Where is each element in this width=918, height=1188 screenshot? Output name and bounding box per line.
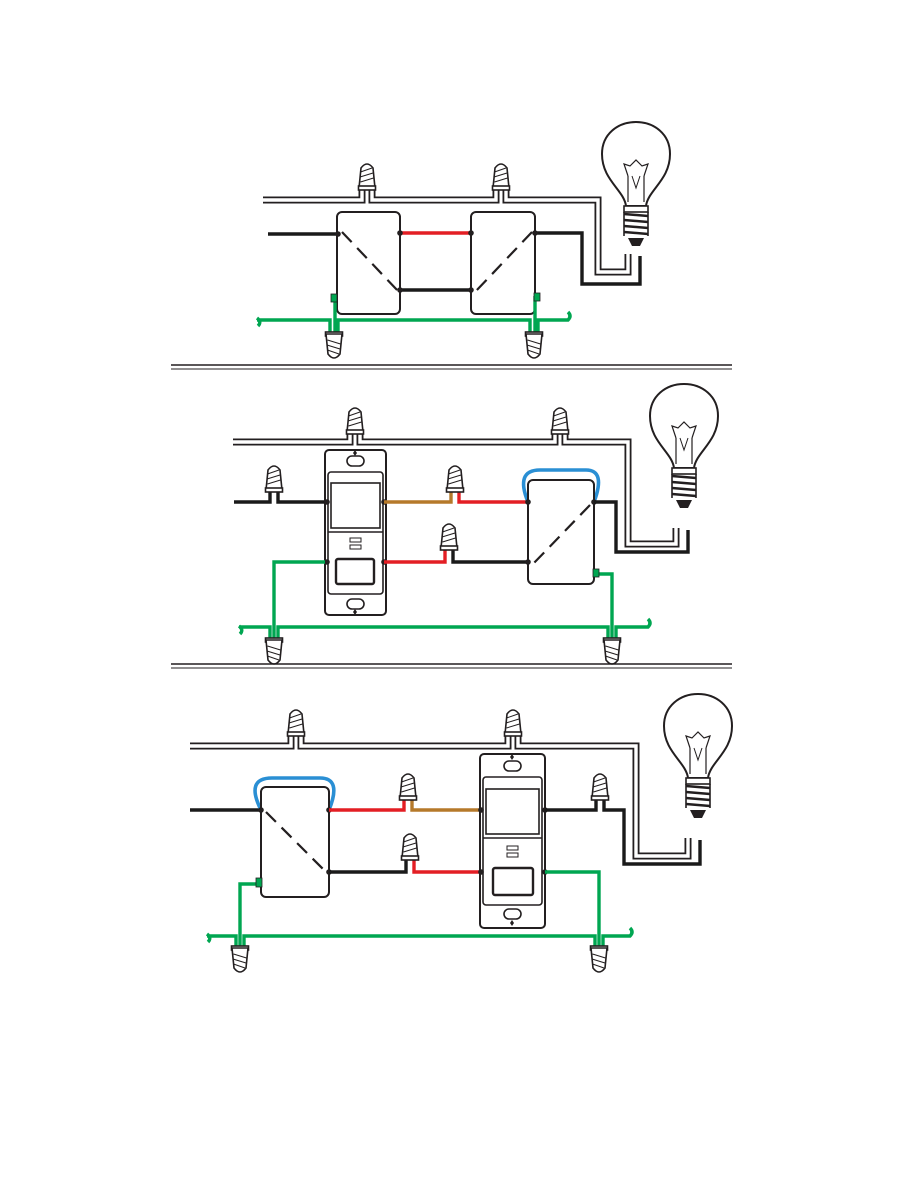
- wire-nut-icon: [232, 946, 249, 972]
- wire-nut-icon: [266, 638, 283, 664]
- wire-nut-icon: [552, 408, 569, 434]
- light-bulb-icon: [650, 384, 718, 508]
- wire-nut-icon: [359, 164, 376, 190]
- load-wire: [535, 233, 640, 284]
- ground-screw-icon: [534, 293, 540, 301]
- wire-nut-icon: [505, 710, 522, 736]
- three-way-switch-icon: [525, 480, 597, 584]
- three-way-switch-icon: [468, 212, 538, 314]
- traveler-wire-black: [453, 548, 528, 562]
- traveler-wire-red: [384, 548, 445, 562]
- panel-1: [257, 122, 670, 358]
- ground-screw-icon: [593, 569, 599, 577]
- smart-switch-icon: [478, 754, 548, 928]
- traveler-wire-red: [414, 858, 481, 872]
- ground-screw-icon: [331, 294, 337, 302]
- wire-nut-icon: [591, 946, 608, 972]
- light-bulb-icon: [664, 694, 732, 818]
- wire-nut-icon: [326, 332, 343, 358]
- panel-2: [233, 384, 718, 664]
- wire-nut-icon: [604, 638, 621, 664]
- three-way-switch-icon: [258, 787, 332, 897]
- wire-nut-icon: [288, 710, 305, 736]
- traveler-wire-tan: [412, 798, 481, 810]
- neutral-wire: [263, 186, 628, 272]
- ground-screw-icon: [256, 878, 262, 887]
- panel-divider: [171, 365, 732, 369]
- wire-nut-icon: [447, 466, 464, 492]
- wire-nut-icon: [441, 524, 458, 550]
- traveler-wire-tan: [384, 490, 451, 502]
- wire-nut-icon: [266, 466, 283, 492]
- wire-nut-icon: [400, 774, 417, 800]
- smart-switch-icon: [324, 450, 387, 615]
- wire-nut-icon: [347, 408, 364, 434]
- wire-nut-icon: [493, 164, 510, 190]
- wire-nut-icon: [402, 834, 419, 860]
- traveler-wire-black: [329, 858, 406, 872]
- panel-3: [190, 694, 732, 972]
- traveler-wire-red: [459, 490, 528, 502]
- panel-divider: [171, 664, 732, 668]
- traveler-wire-red: [329, 798, 404, 810]
- wire-nut-icon: [526, 332, 543, 358]
- three-way-switch-icon: [335, 212, 403, 314]
- wire-nut-icon: [592, 774, 609, 800]
- light-bulb-icon: [602, 122, 670, 246]
